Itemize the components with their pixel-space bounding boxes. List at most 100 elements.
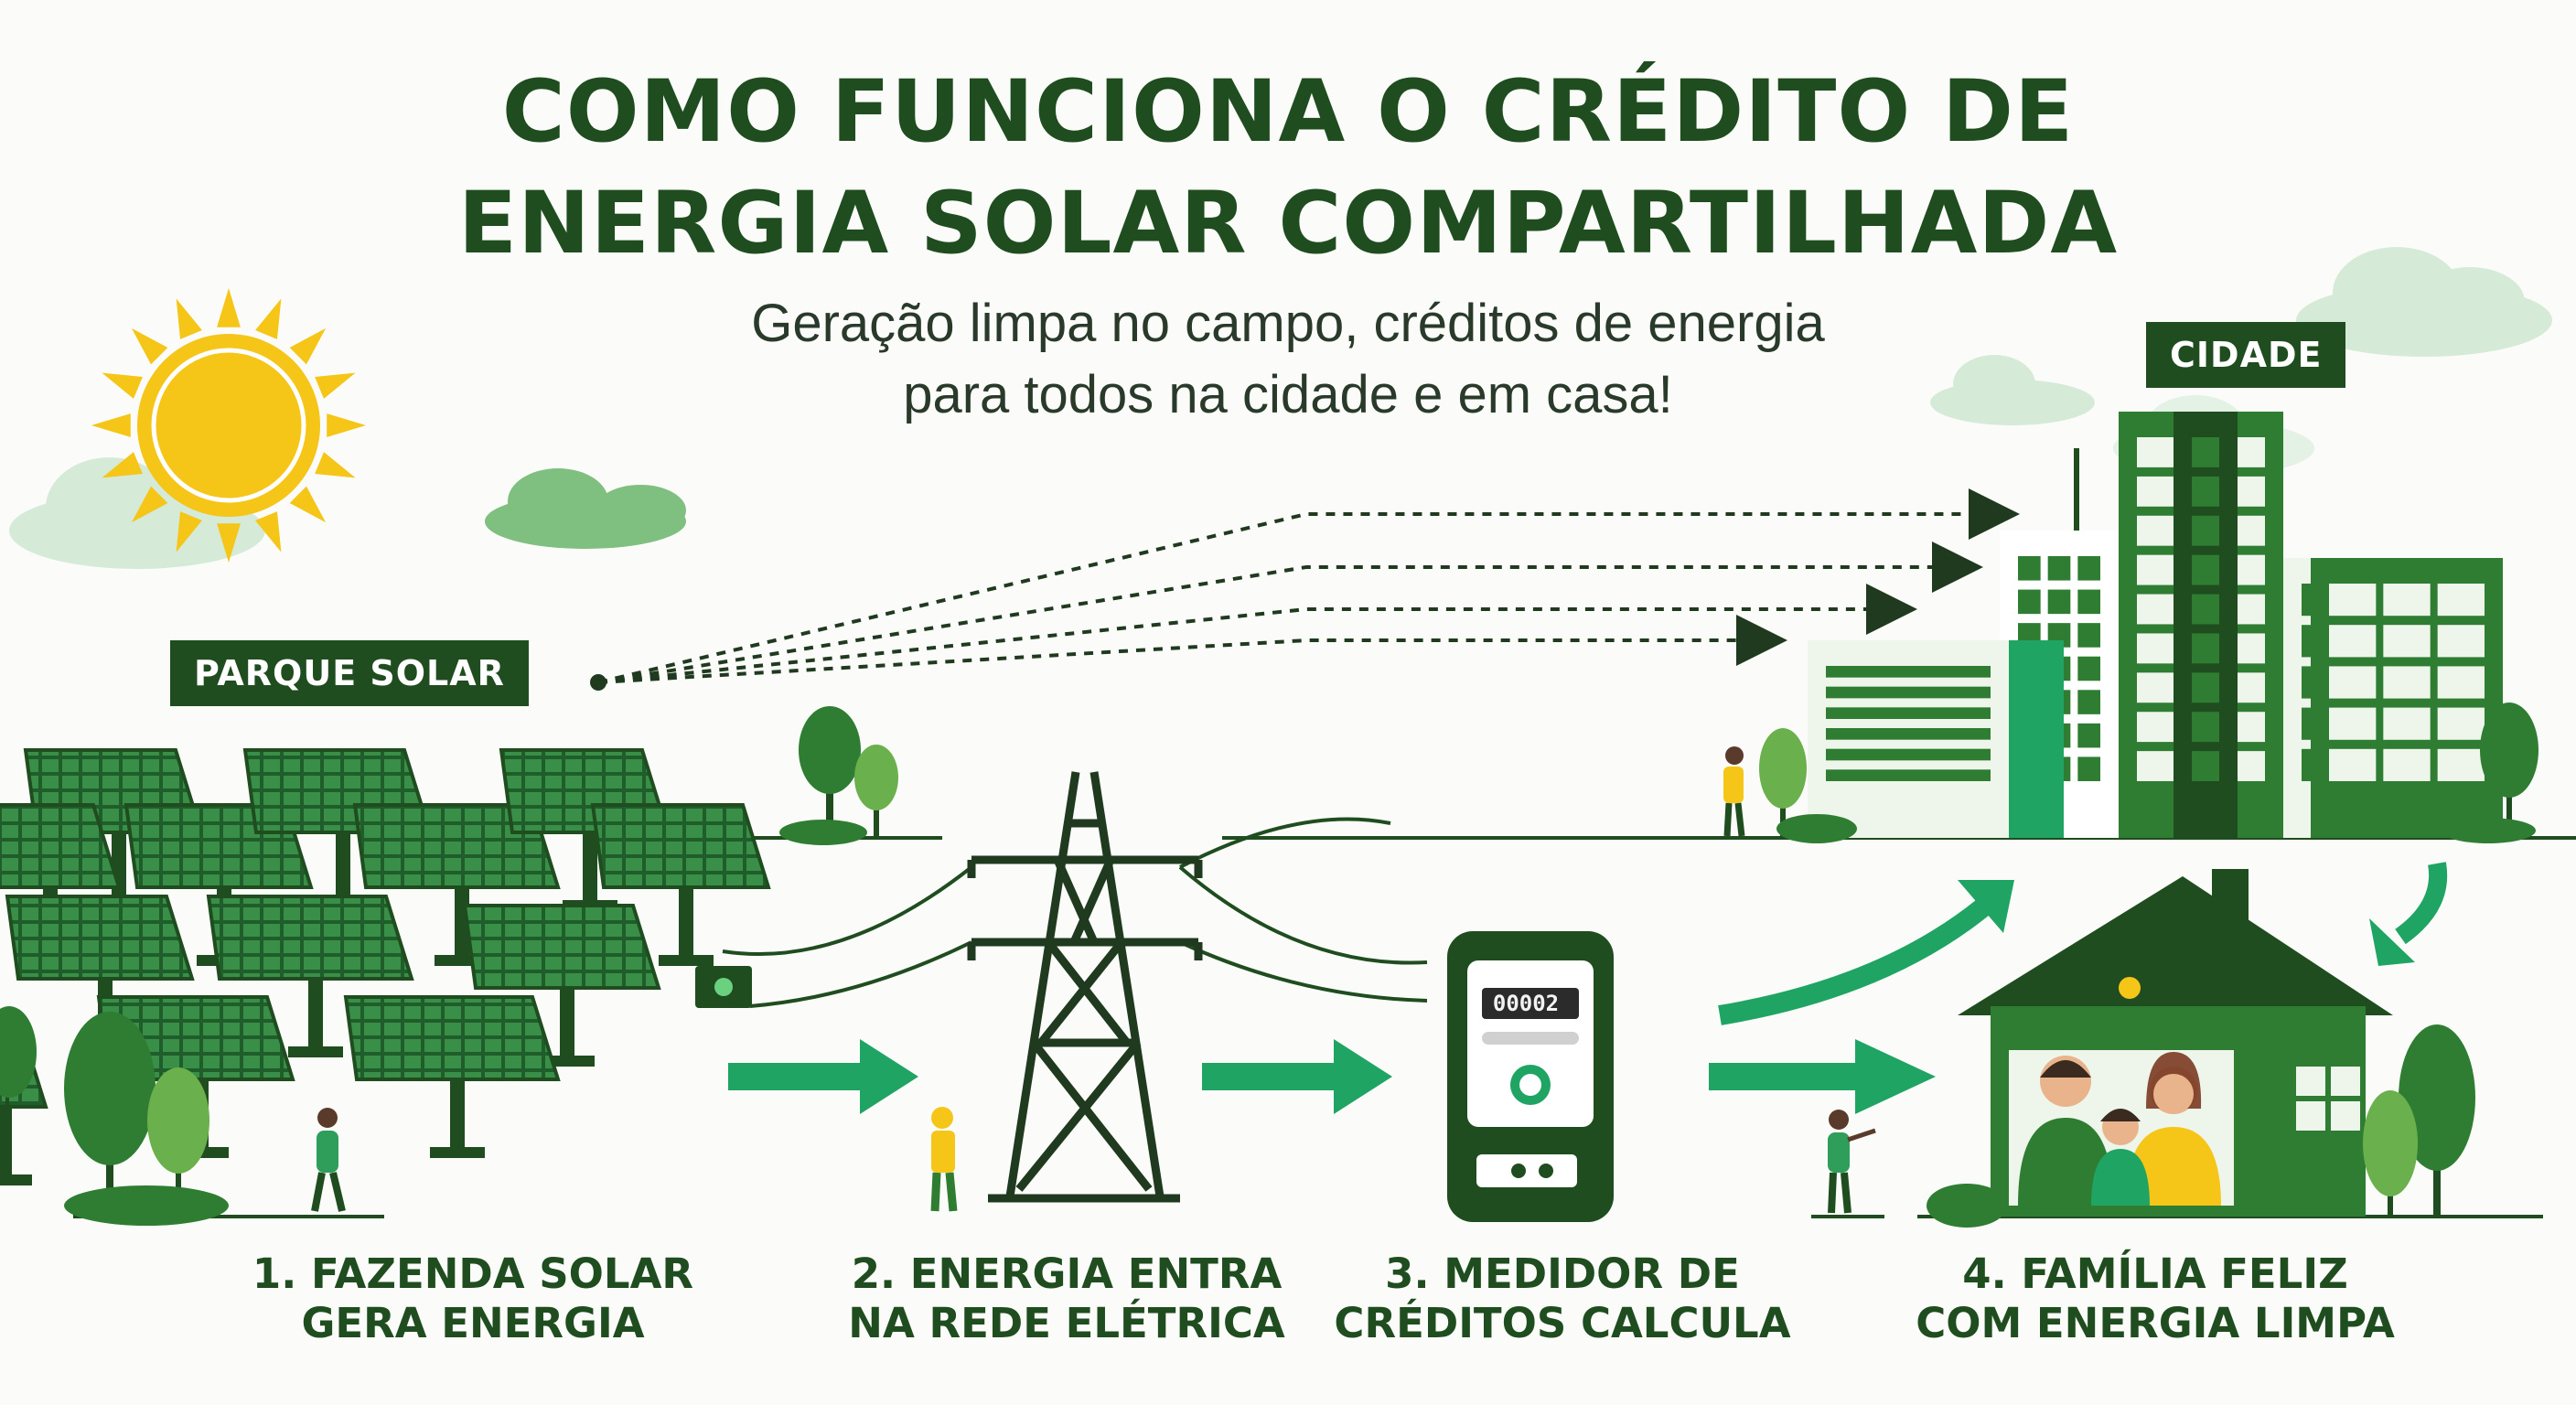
- panel-base: [430, 1147, 485, 1158]
- panel-post: [450, 1079, 465, 1153]
- sun-ray: [176, 298, 202, 339]
- energy-meter-icon: 00002: [1447, 931, 1614, 1222]
- city-skyline: [1808, 412, 2503, 838]
- sun-ray: [327, 413, 366, 437]
- tree-group-house: [1927, 1024, 2475, 1228]
- building-window: [2437, 748, 2485, 781]
- building-window: [2018, 589, 2041, 615]
- solar-panel: [462, 904, 661, 990]
- building-window: [2077, 656, 2100, 681]
- building-window: [2329, 748, 2377, 781]
- building-window: [2383, 748, 2431, 781]
- building-window: [2437, 707, 2485, 740]
- sun-icon: [91, 288, 366, 563]
- sun-ray: [102, 452, 143, 478]
- cloud-right-2: [1930, 355, 2095, 425]
- parque-solar-label: PARQUE SOLAR: [170, 640, 529, 706]
- step-3-line-2: CRÉDITOS CALCULA: [1334, 1299, 1791, 1347]
- page-title-line-1: COMO FUNCIONA O CRÉDITO DE: [501, 62, 2075, 162]
- building-window: [2437, 625, 2485, 658]
- building-window: [2437, 584, 2485, 617]
- building-window: [1826, 686, 1991, 699]
- flow-arrow-curve-up: [1718, 880, 2014, 1025]
- sun-ray: [289, 327, 327, 365]
- credit-flow-lines: [590, 488, 2020, 691]
- building-window: [2383, 707, 2431, 740]
- step-4-caption: 4. FAMÍLIA FELIZ COM ENERGIA LIMPA: [1899, 1249, 2411, 1348]
- worker-icon: [930, 1107, 958, 1212]
- building-window: [2192, 633, 2219, 664]
- step-3-caption: 3. MEDIDOR DE CRÉDITOS CALCULA: [1306, 1249, 1819, 1348]
- subtitle-line-1: Geração limpa no campo, créditos de ener…: [751, 294, 1825, 353]
- building-window: [2329, 666, 2377, 699]
- solar-panel: [0, 803, 122, 889]
- panel-post: [560, 988, 574, 1061]
- family-illustration: [2018, 1052, 2221, 1206]
- step-2-line-2: NA REDE ELÉTRICA: [848, 1299, 1285, 1347]
- building-window: [2383, 584, 2431, 617]
- building-window: [2329, 584, 2377, 617]
- solar-panel: [343, 995, 561, 1081]
- panel-base: [0, 1174, 32, 1185]
- sun-ray: [315, 452, 356, 478]
- building-window: [1826, 748, 1991, 761]
- building-window: [2077, 623, 2100, 648]
- person-city-icon: [1723, 746, 1745, 837]
- tree-group-middle: [779, 706, 898, 845]
- panel-post: [0, 1107, 12, 1180]
- building-window: [2077, 556, 2100, 581]
- panel-post: [336, 832, 350, 906]
- tree-group-city: [1759, 702, 2538, 843]
- panel-post: [308, 979, 323, 1052]
- transmission-tower-icon: [967, 771, 1203, 1203]
- building-window: [2192, 515, 2219, 546]
- solar-panel: [5, 895, 195, 981]
- flow-arrow-3: [1709, 1039, 1936, 1114]
- building-window: [2192, 594, 2219, 625]
- sun-ray: [255, 298, 282, 339]
- panel-post: [583, 832, 597, 906]
- person-waving-icon: [1828, 1110, 1876, 1214]
- building-window: [2047, 556, 2071, 581]
- building-window: [2018, 556, 2041, 581]
- sun-ray: [102, 372, 143, 399]
- sun-ray: [255, 511, 282, 552]
- building-window: [2077, 723, 2100, 748]
- building-window: [2047, 589, 2071, 615]
- panel-base: [288, 1046, 343, 1057]
- solar-panel-array: [0, 748, 771, 1185]
- building-window: [2329, 625, 2377, 658]
- cloud-right-1: [2296, 247, 2552, 357]
- building-window: [1826, 666, 1991, 678]
- sun-ray: [176, 511, 202, 552]
- step-1-line-1: 1. FAZENDA SOLAR: [252, 1249, 694, 1298]
- flow-arrow-2: [1202, 1039, 1392, 1114]
- step-3-line-1: 3. MEDIDOR DE: [1385, 1249, 1740, 1298]
- sun-ray: [91, 413, 131, 437]
- sun-ray: [315, 372, 356, 399]
- building-window: [2329, 707, 2377, 740]
- building-window: [1826, 769, 1991, 781]
- sun-ray: [131, 327, 168, 365]
- building-window: [1826, 707, 1991, 719]
- panel-post: [679, 887, 693, 960]
- building-accent: [2009, 640, 2064, 838]
- building-window: [2437, 666, 2485, 699]
- building-window: [2192, 712, 2219, 743]
- cidade-label: CIDADE: [2146, 322, 2346, 388]
- cloud-small-left: [485, 468, 686, 549]
- step-2-line-1: 2. ENERGIA ENTRA: [851, 1249, 1283, 1298]
- sun-ray: [289, 486, 327, 523]
- building-window: [2077, 589, 2100, 615]
- step-1-line-2: GERA ENERGIA: [301, 1299, 645, 1347]
- building-window: [2192, 554, 2219, 585]
- sun-ray: [131, 486, 168, 523]
- step-4-line-2: COM ENERGIA LIMPA: [1916, 1299, 2395, 1347]
- building-window: [2077, 756, 2100, 781]
- building-window: [2192, 476, 2219, 507]
- step-1-caption: 1. FAZENDA SOLAR GERA ENERGIA: [217, 1249, 729, 1348]
- panel-base: [659, 955, 714, 966]
- flow-arrow-1: [728, 1039, 918, 1114]
- building-window: [1826, 728, 1991, 740]
